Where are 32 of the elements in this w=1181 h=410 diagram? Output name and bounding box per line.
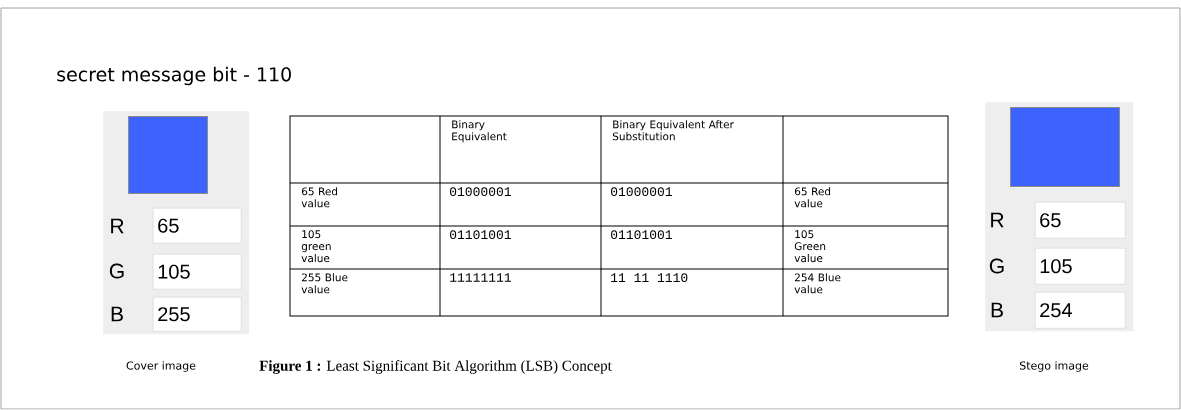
channel-letter: B xyxy=(111,306,123,322)
table-cell-text: 255 Blue value xyxy=(301,273,348,294)
table-cell-text: 11 11 1110 xyxy=(611,273,688,283)
heading: secret message bit - 110 xyxy=(57,66,291,86)
input-field: 65 xyxy=(153,208,242,244)
table-cell-text: 105 Green value xyxy=(794,230,826,263)
table-cell-text: 01000001 xyxy=(450,187,511,197)
image-caption: Cover image xyxy=(126,361,196,372)
input-field: 65 xyxy=(1035,202,1126,239)
channel-letter: G xyxy=(109,263,124,279)
color-swatch xyxy=(1010,107,1120,187)
input-field: 105 xyxy=(1035,248,1126,285)
channel-letter: G xyxy=(989,258,1004,274)
channel-letter: R xyxy=(991,212,1004,228)
table-cell-text: 105 green value xyxy=(301,230,331,263)
figure-caption: Figure 1 : Least Significant Bit Algorithm (LSB) Concept xyxy=(259,360,612,374)
image-caption: Stego image xyxy=(1019,361,1089,372)
table-cell-text: 254 Blue value xyxy=(794,273,841,294)
input-field: 105 xyxy=(153,254,242,290)
table-cell-text: Binary Equivalent xyxy=(452,120,507,143)
table-cell-text: 65 Red value xyxy=(794,187,831,208)
table-cell-text: 01101001 xyxy=(611,230,672,240)
table-cell-text: Binary Equivalent After Substitution xyxy=(612,120,734,141)
channel-letter: B xyxy=(991,302,1003,318)
input-field: 255 xyxy=(153,297,242,332)
color-swatch xyxy=(128,116,208,194)
input-field: 254 xyxy=(1035,292,1126,329)
table-cell-text: 01101001 xyxy=(450,230,511,240)
table-cell-text: 65 Red value xyxy=(301,187,338,208)
table-cell-text: 01000001 xyxy=(611,187,672,197)
channel-letter: R xyxy=(111,218,124,234)
table-cell-text: 11111111 xyxy=(450,273,511,282)
